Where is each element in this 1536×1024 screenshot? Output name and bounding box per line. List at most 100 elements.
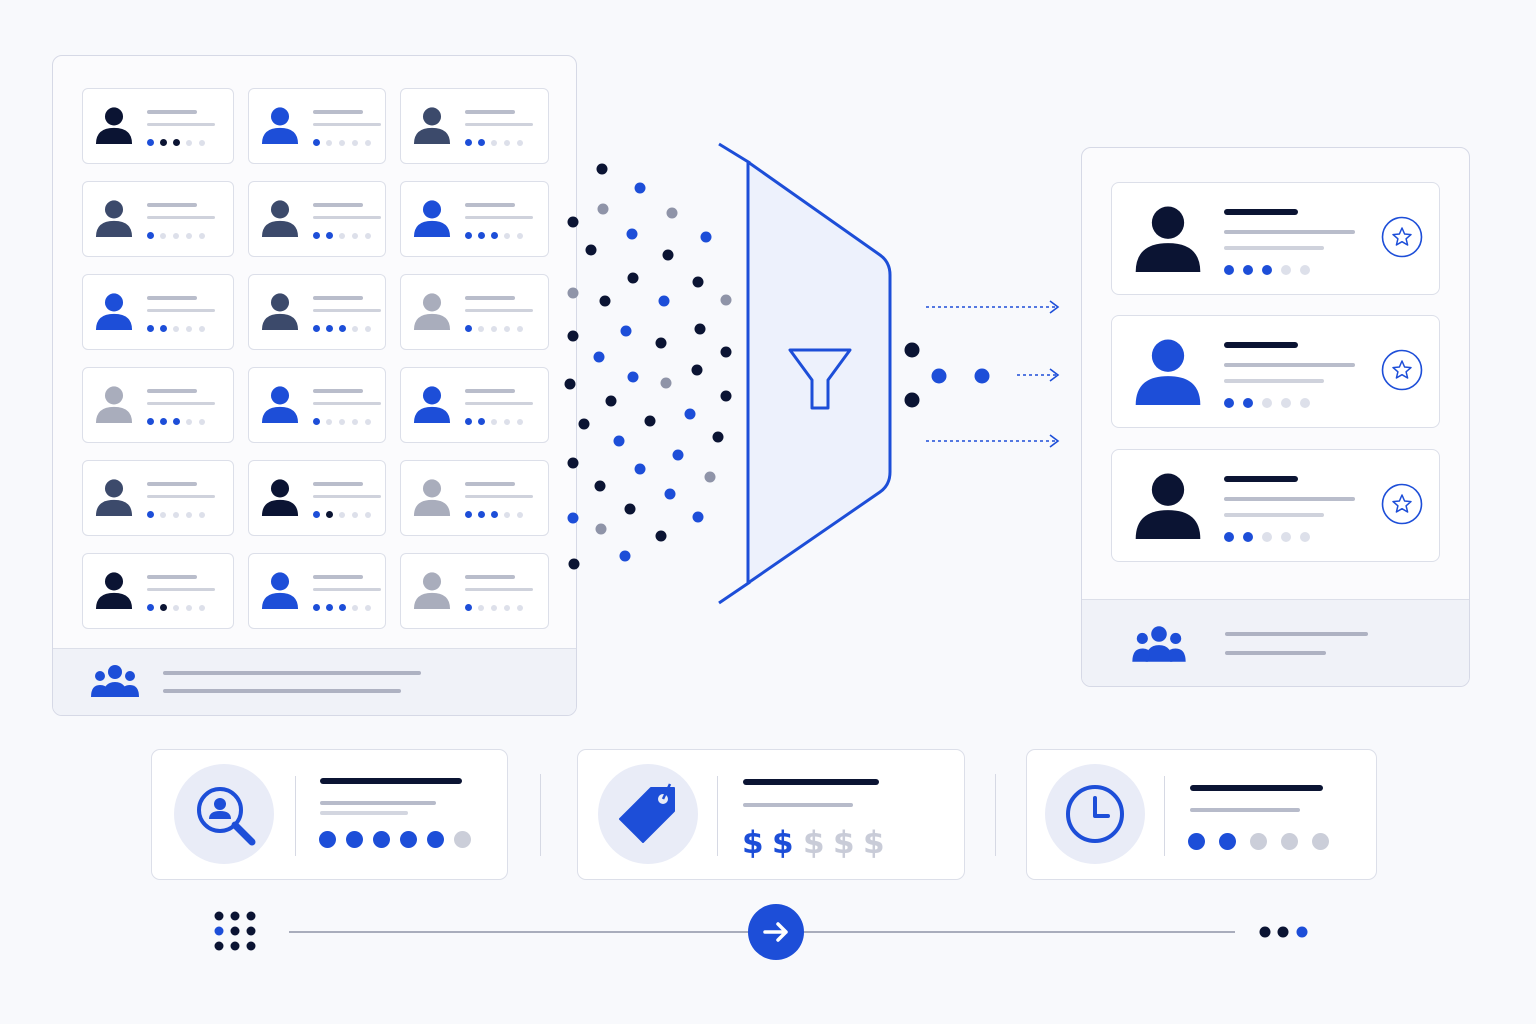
price-symbol: $ xyxy=(742,825,764,861)
detail-line xyxy=(1224,497,1355,501)
candidate-card[interactable] xyxy=(400,460,549,536)
rating-dots xyxy=(1224,265,1334,277)
candidate-card[interactable] xyxy=(400,181,549,257)
candidate-card[interactable] xyxy=(248,553,386,629)
name-line xyxy=(313,482,363,486)
candidate-pool-panel xyxy=(52,55,577,716)
candidate-card[interactable] xyxy=(248,274,386,350)
avatar xyxy=(95,568,133,612)
rating-dot xyxy=(173,326,179,332)
star-icon[interactable] xyxy=(1381,349,1423,391)
shortlist-panel xyxy=(1081,147,1470,687)
rating-dot xyxy=(339,512,345,518)
name-line xyxy=(465,575,515,579)
candidate-card[interactable] xyxy=(248,367,386,443)
stream-dot xyxy=(597,203,609,215)
stream-dot xyxy=(655,337,667,349)
shortlist-card[interactable] xyxy=(1111,182,1440,295)
rating-dot xyxy=(326,232,333,239)
star-icon[interactable] xyxy=(1381,483,1423,525)
rating-dot xyxy=(1281,532,1291,542)
name-line xyxy=(465,389,515,393)
rating-dots xyxy=(1224,398,1334,410)
name-line xyxy=(313,389,363,393)
rating-dot xyxy=(326,140,332,146)
candidate-card[interactable] xyxy=(82,367,234,443)
candidate-card[interactable] xyxy=(400,274,549,350)
rating-dot xyxy=(326,511,333,518)
stream-dot xyxy=(599,295,611,307)
candidate-card[interactable] xyxy=(400,553,549,629)
rating-dot xyxy=(352,326,358,332)
star-icon[interactable] xyxy=(1381,216,1423,258)
name-line xyxy=(313,203,363,207)
filtered-output xyxy=(904,300,1060,448)
candidate-card[interactable] xyxy=(82,181,234,257)
rating-dot xyxy=(491,605,497,611)
footer-line xyxy=(1225,632,1368,636)
rating-dots xyxy=(313,511,383,521)
avatar xyxy=(95,196,133,240)
rating-dots xyxy=(147,232,217,242)
rating-dot xyxy=(313,511,320,518)
rating-dot xyxy=(491,140,497,146)
rating-dot xyxy=(1188,833,1205,850)
candidate-card[interactable] xyxy=(82,274,234,350)
name-line xyxy=(1224,476,1298,482)
rating-dot xyxy=(1219,833,1236,850)
avatar xyxy=(261,382,299,426)
candidate-card[interactable] xyxy=(82,460,234,536)
price-symbol: $ xyxy=(803,825,825,861)
rating-dot xyxy=(186,512,192,518)
rating-dots xyxy=(1224,532,1334,544)
next-button[interactable] xyxy=(748,904,804,960)
stream-dot xyxy=(564,378,576,390)
detail-line xyxy=(1224,246,1324,250)
name-line xyxy=(147,296,197,300)
candidate-card[interactable] xyxy=(82,553,234,629)
rating-dot xyxy=(491,326,497,332)
price-symbol: $ xyxy=(863,825,885,861)
rating-dot xyxy=(1312,833,1329,850)
avatar xyxy=(1134,334,1202,408)
rating-dot xyxy=(504,140,510,146)
candidate-card[interactable] xyxy=(400,88,549,164)
candidate-card[interactable] xyxy=(400,367,549,443)
candidate-card[interactable] xyxy=(82,88,234,164)
stream-dot xyxy=(691,364,703,376)
rating-dots xyxy=(147,325,217,335)
rating-dot xyxy=(517,140,523,146)
avatar xyxy=(95,382,133,426)
rating-dots xyxy=(1187,832,1367,854)
shortlist-card[interactable] xyxy=(1111,449,1440,562)
candidate-card[interactable] xyxy=(248,181,386,257)
rating-dot xyxy=(339,140,345,146)
card-title-line xyxy=(1190,785,1323,791)
rating-dot xyxy=(313,232,320,239)
detail-line xyxy=(313,216,381,219)
stream-dot xyxy=(692,511,704,523)
stream-dot xyxy=(634,182,646,194)
rating-dot xyxy=(1250,833,1267,850)
criteria-card-experience xyxy=(151,749,508,880)
avatar xyxy=(95,475,133,519)
rating-dot xyxy=(1262,398,1272,408)
avatar xyxy=(261,196,299,240)
name-line xyxy=(147,389,197,393)
rating-dots xyxy=(313,139,383,149)
rating-dots xyxy=(465,325,535,335)
shortlist-card[interactable] xyxy=(1111,315,1440,428)
detail-line xyxy=(147,309,215,312)
stream-dot xyxy=(720,294,732,306)
candidate-card[interactable] xyxy=(248,460,386,536)
stream-dot xyxy=(692,276,704,288)
avatar xyxy=(261,475,299,519)
icon-badge xyxy=(174,764,274,864)
stream-dot xyxy=(595,523,607,535)
candidate-card[interactable] xyxy=(248,88,386,164)
price-tag-icon xyxy=(616,782,680,846)
footer-line xyxy=(163,671,421,675)
stream-dot xyxy=(585,244,597,256)
rating-dot xyxy=(491,511,498,518)
card-title-line xyxy=(743,779,879,785)
